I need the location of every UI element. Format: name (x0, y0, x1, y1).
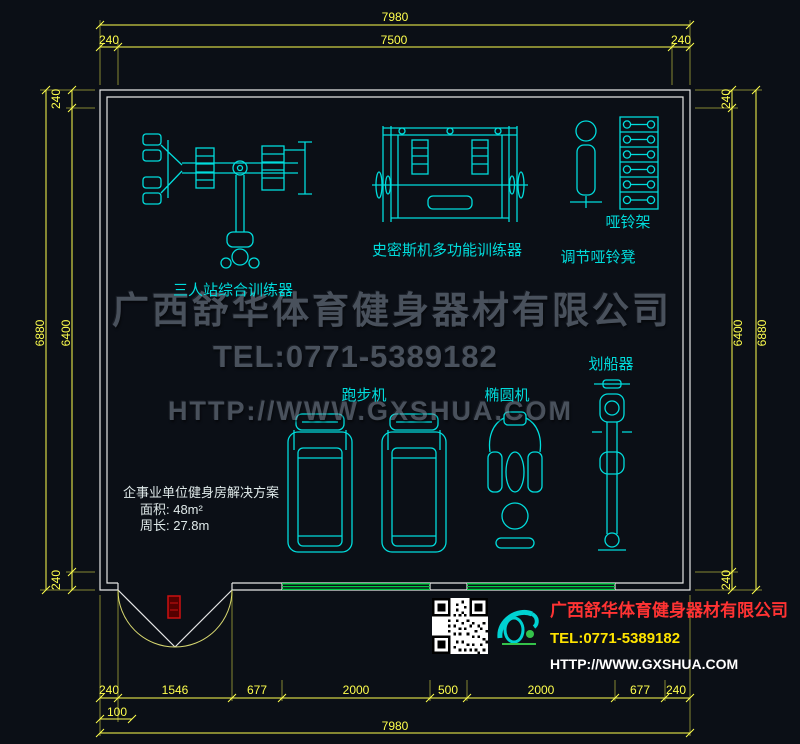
label-dumbbell-rack: 哑铃架 (605, 214, 651, 231)
watermark-company: 广西舒华体育健身器材有限公司 (112, 290, 672, 331)
extension-lines (40, 20, 762, 736)
dim-bottom-offset: 100 (106, 705, 128, 719)
dim-bottom-seg-1: 1546 (161, 683, 189, 697)
dim-bottom-seg-0: 240 (98, 683, 120, 697)
shuhua-logo (497, 610, 539, 645)
dim-right-top: 240 (719, 88, 733, 110)
label-multi-station: 三人站综合训练器 (172, 282, 294, 299)
dim-left-inner: 6400 (59, 319, 73, 347)
solution-title: 企事业单位健身房解决方案 (123, 485, 280, 500)
equipment-dumbbell-rack (619, 116, 659, 210)
dim-right-bottom: 240 (719, 569, 733, 591)
solution-area: 面积: 48m² (140, 502, 203, 517)
dim-bottom-seg-3: 2000 (342, 683, 370, 697)
equipment-multi-station (142, 133, 312, 269)
qr-code (432, 598, 488, 654)
equipment-treadmill-1 (287, 413, 353, 553)
dim-bottom-seg-7: 240 (665, 683, 687, 697)
dimension-lines (40, 20, 762, 738)
label-rower: 划船器 (588, 356, 634, 373)
door-marker (167, 595, 181, 619)
equipment-dumbbell-bench (570, 120, 602, 208)
label-dumbbell-bench: 调节哑铃凳 (560, 249, 636, 266)
dim-left-top: 240 (49, 88, 63, 110)
label-elliptical: 椭圆机 (484, 387, 530, 404)
equipment-smith-machine (372, 126, 528, 222)
solution-perimeter: 周长: 27.8m (140, 518, 210, 533)
window-right (467, 583, 615, 591)
dim-top-inner: 7500 (380, 33, 408, 47)
dim-left-bottom: 240 (49, 569, 63, 591)
watermark-tel: TEL:0771-5389182 (213, 339, 498, 374)
label-smith-machine: 史密斯机多功能训练器 (371, 242, 523, 259)
dim-top-right: 240 (670, 33, 692, 47)
dim-right-inner: 6400 (731, 319, 745, 347)
dim-bottom-seg-5: 2000 (527, 683, 555, 697)
footer-url: HTTP://WWW.GXSHUA.COM (550, 656, 739, 672)
dim-bottom-seg-4: 500 (437, 683, 459, 697)
dim-left-total: 6880 (33, 319, 47, 347)
dim-top-left: 240 (98, 33, 120, 47)
dim-bottom-total: 7980 (381, 719, 409, 733)
dim-right-total: 6880 (755, 319, 769, 347)
footer-tel: TEL:0771-5389182 (550, 630, 681, 647)
label-treadmill: 跑步机 (341, 387, 387, 404)
dim-bottom-seg-6: 677 (629, 683, 651, 697)
footer-company: 广西舒华体育健身器材有限公司 (550, 601, 788, 620)
door (117, 589, 233, 648)
dim-bottom-seg-2: 677 (246, 683, 268, 697)
equipment-treadmill-2 (381, 413, 447, 553)
watermark-url: HTTP://WWW.GXSHUA.COM (168, 396, 573, 426)
equipment-elliptical (487, 411, 543, 549)
dim-top-total: 7980 (381, 10, 409, 24)
equipment-rower (592, 379, 632, 551)
window-left (282, 583, 430, 591)
